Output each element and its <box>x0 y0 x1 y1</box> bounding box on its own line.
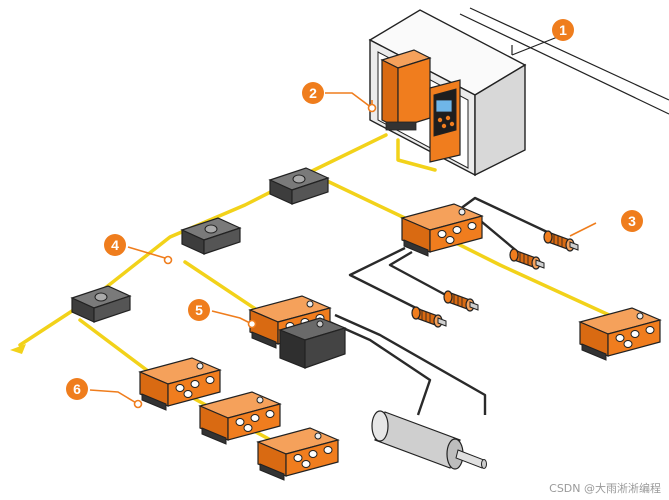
io-module-4 <box>139 357 221 411</box>
callout-4: 4 <box>104 234 126 256</box>
distributor-box-1 <box>269 167 329 205</box>
callout-5-label: 5 <box>195 302 203 318</box>
bus-arrow-head <box>10 344 26 354</box>
callout-2-label: 2 <box>309 85 317 101</box>
callout-leaders <box>89 92 597 405</box>
callout-6: 6 <box>66 378 88 400</box>
callout-5: 5 <box>188 299 210 321</box>
callout-1: 1 <box>552 19 574 41</box>
callout-anchor-6 <box>133 399 143 409</box>
controller <box>380 49 461 163</box>
callout-4-label: 4 <box>111 237 119 253</box>
cylinder-actuator <box>371 410 487 470</box>
watermark: CSDN @大雨淅淅编程 <box>549 482 661 495</box>
callout-anchor-4 <box>163 255 173 265</box>
callout-anchor-5 <box>247 319 257 329</box>
distributor-box-3 <box>71 285 131 323</box>
callout-anchor-2 <box>367 103 377 113</box>
sensor-2 <box>509 248 545 270</box>
wall-lines <box>459 7 669 115</box>
callout-6-label: 6 <box>73 381 81 397</box>
gateway-block <box>278 317 347 369</box>
io-module-5 <box>199 391 281 445</box>
callout-1-label: 1 <box>559 22 567 38</box>
io-module-6 <box>257 427 339 481</box>
callout-2: 2 <box>302 82 324 104</box>
sensor-3 <box>443 290 479 312</box>
callout-3: 3 <box>621 210 643 232</box>
callout-3-label: 3 <box>628 213 636 229</box>
io-module-2 <box>579 307 661 361</box>
distributor-box-2 <box>181 217 241 255</box>
sensor-4 <box>411 306 447 328</box>
